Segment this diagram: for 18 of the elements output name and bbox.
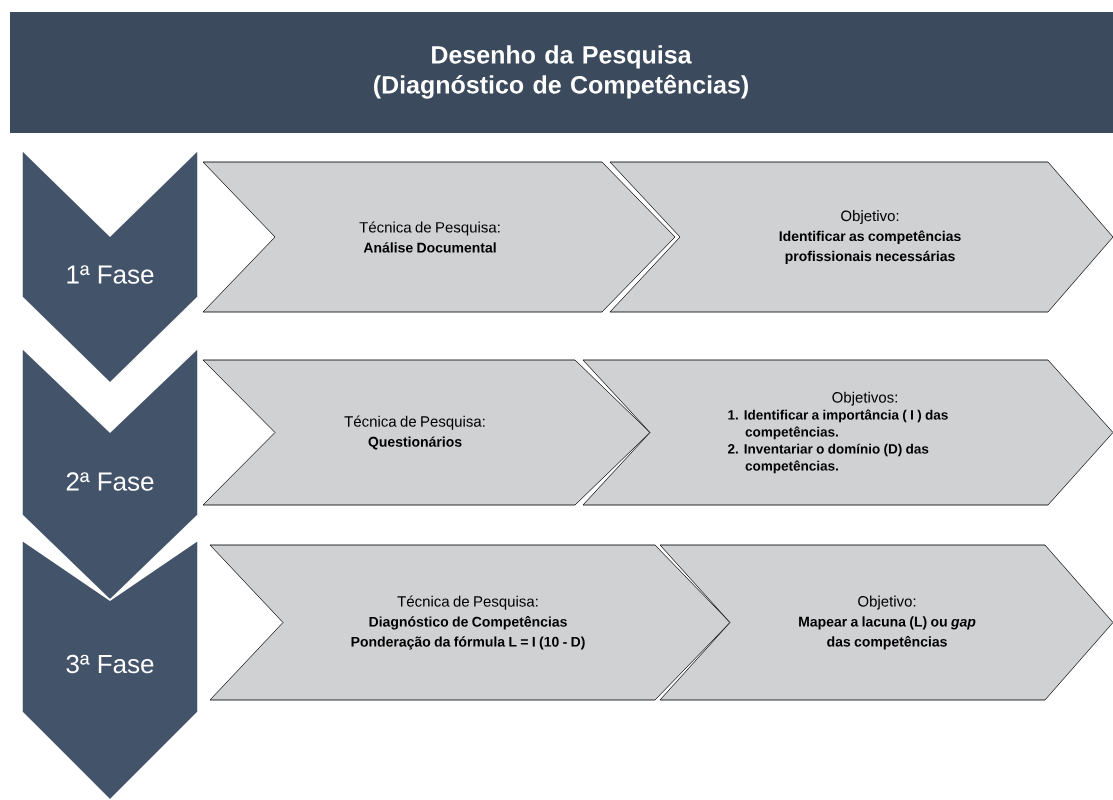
node-label: 3ª Fase — [66, 654, 154, 674]
step-banner: Técnica de Pesquisa: Diagnóstico de Competências Ponderação da fórmula L = I (10 - D) — [209, 544, 731, 701]
node-label: Identificar as competências profissionais necessárias — [779, 230, 961, 264]
phase-banner: 2ª Fase — [21, 346, 199, 602]
step-banner: Técnica de Pesquisa: Questionários — [202, 359, 651, 506]
step-banner: Técnica de Pesquisa: Análise Documental — [202, 161, 676, 313]
node-label: 1. Identificar a importância ( I ) das competências. — [728, 409, 948, 440]
phase-banner: 1ª Fase — [21, 148, 199, 385]
step-banner: Objetivo: Identificar as competências profissionais necessárias — [609, 161, 1113, 313]
node-label: 2. Inventariar o domínio (D) das competências. — [727, 443, 929, 474]
node-label: Objetivo: — [858, 595, 916, 610]
node-label: Objetivos: — [832, 391, 897, 406]
step-banner: Objetivos: 1. Identificar a importância ( I ) das competências. 2. Inventariar o domínio (D) das competências. — [582, 359, 1113, 506]
node-label: Mapear a lacuna (L) ou gap das competências — [799, 616, 976, 650]
node-label: Objetivo: — [841, 210, 899, 225]
phase-banner: 3ª Fase — [21, 538, 199, 800]
title-banner: Desenho da Pesquisa (Diagnóstico de Competências) — [10, 12, 1113, 133]
step-banner: Objetivo: Mapear a lacuna (L) ou gap das competências — [659, 544, 1113, 701]
